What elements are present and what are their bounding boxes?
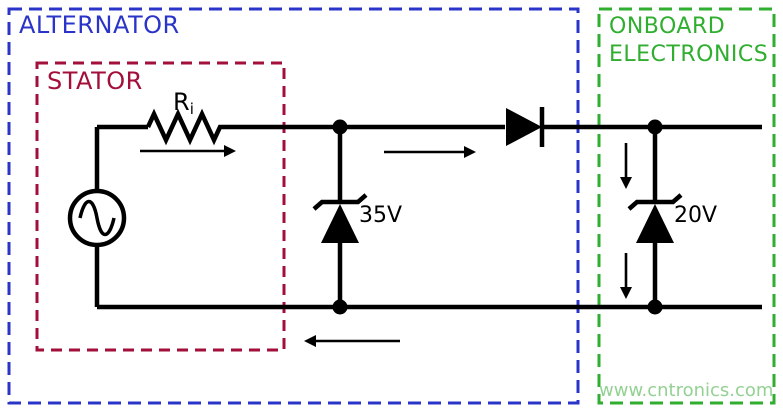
circuit-wires — [67, 107, 762, 310]
onboard-label-line2: ELECTRONICS — [609, 42, 768, 67]
arrowhead-icon — [224, 145, 236, 157]
alternator-box — [7, 7, 580, 405]
onboard-electronics-box — [597, 7, 776, 405]
arrowhead-icon — [304, 335, 316, 347]
stator-box — [35, 61, 286, 352]
alternator-label: ALTERNATOR — [19, 11, 180, 39]
circuit-filled-shapes — [321, 108, 674, 315]
resistor-label-subscript: i — [190, 100, 194, 118]
zener-35v-symbol — [321, 204, 359, 243]
arrowhead-icon — [464, 146, 476, 158]
junction-dot — [332, 299, 348, 315]
zener-35v-cathode-bar — [312, 193, 368, 211]
zener-20v-label: 20V — [674, 203, 717, 228]
stator-label: STATOR — [47, 67, 143, 95]
onboard-label-line1: ONBOARD — [609, 14, 725, 39]
resistor-symbol — [145, 108, 228, 146]
junction-dot — [332, 119, 348, 135]
zener-20v-cathode-bar — [627, 193, 683, 211]
zener-20v-symbol — [636, 204, 674, 243]
resistor-label: Ri — [173, 88, 194, 118]
arrowhead-icon — [620, 287, 632, 299]
arrowhead-icon — [620, 177, 632, 189]
zener-35v-label: 35V — [359, 203, 402, 228]
junction-dot — [647, 119, 663, 135]
current-arrows — [140, 143, 632, 347]
watermark: www.cntronics.com — [599, 380, 773, 401]
sine-wave-icon — [78, 199, 116, 237]
junction-dot — [647, 299, 663, 315]
blocking-diode-symbol — [506, 108, 542, 146]
